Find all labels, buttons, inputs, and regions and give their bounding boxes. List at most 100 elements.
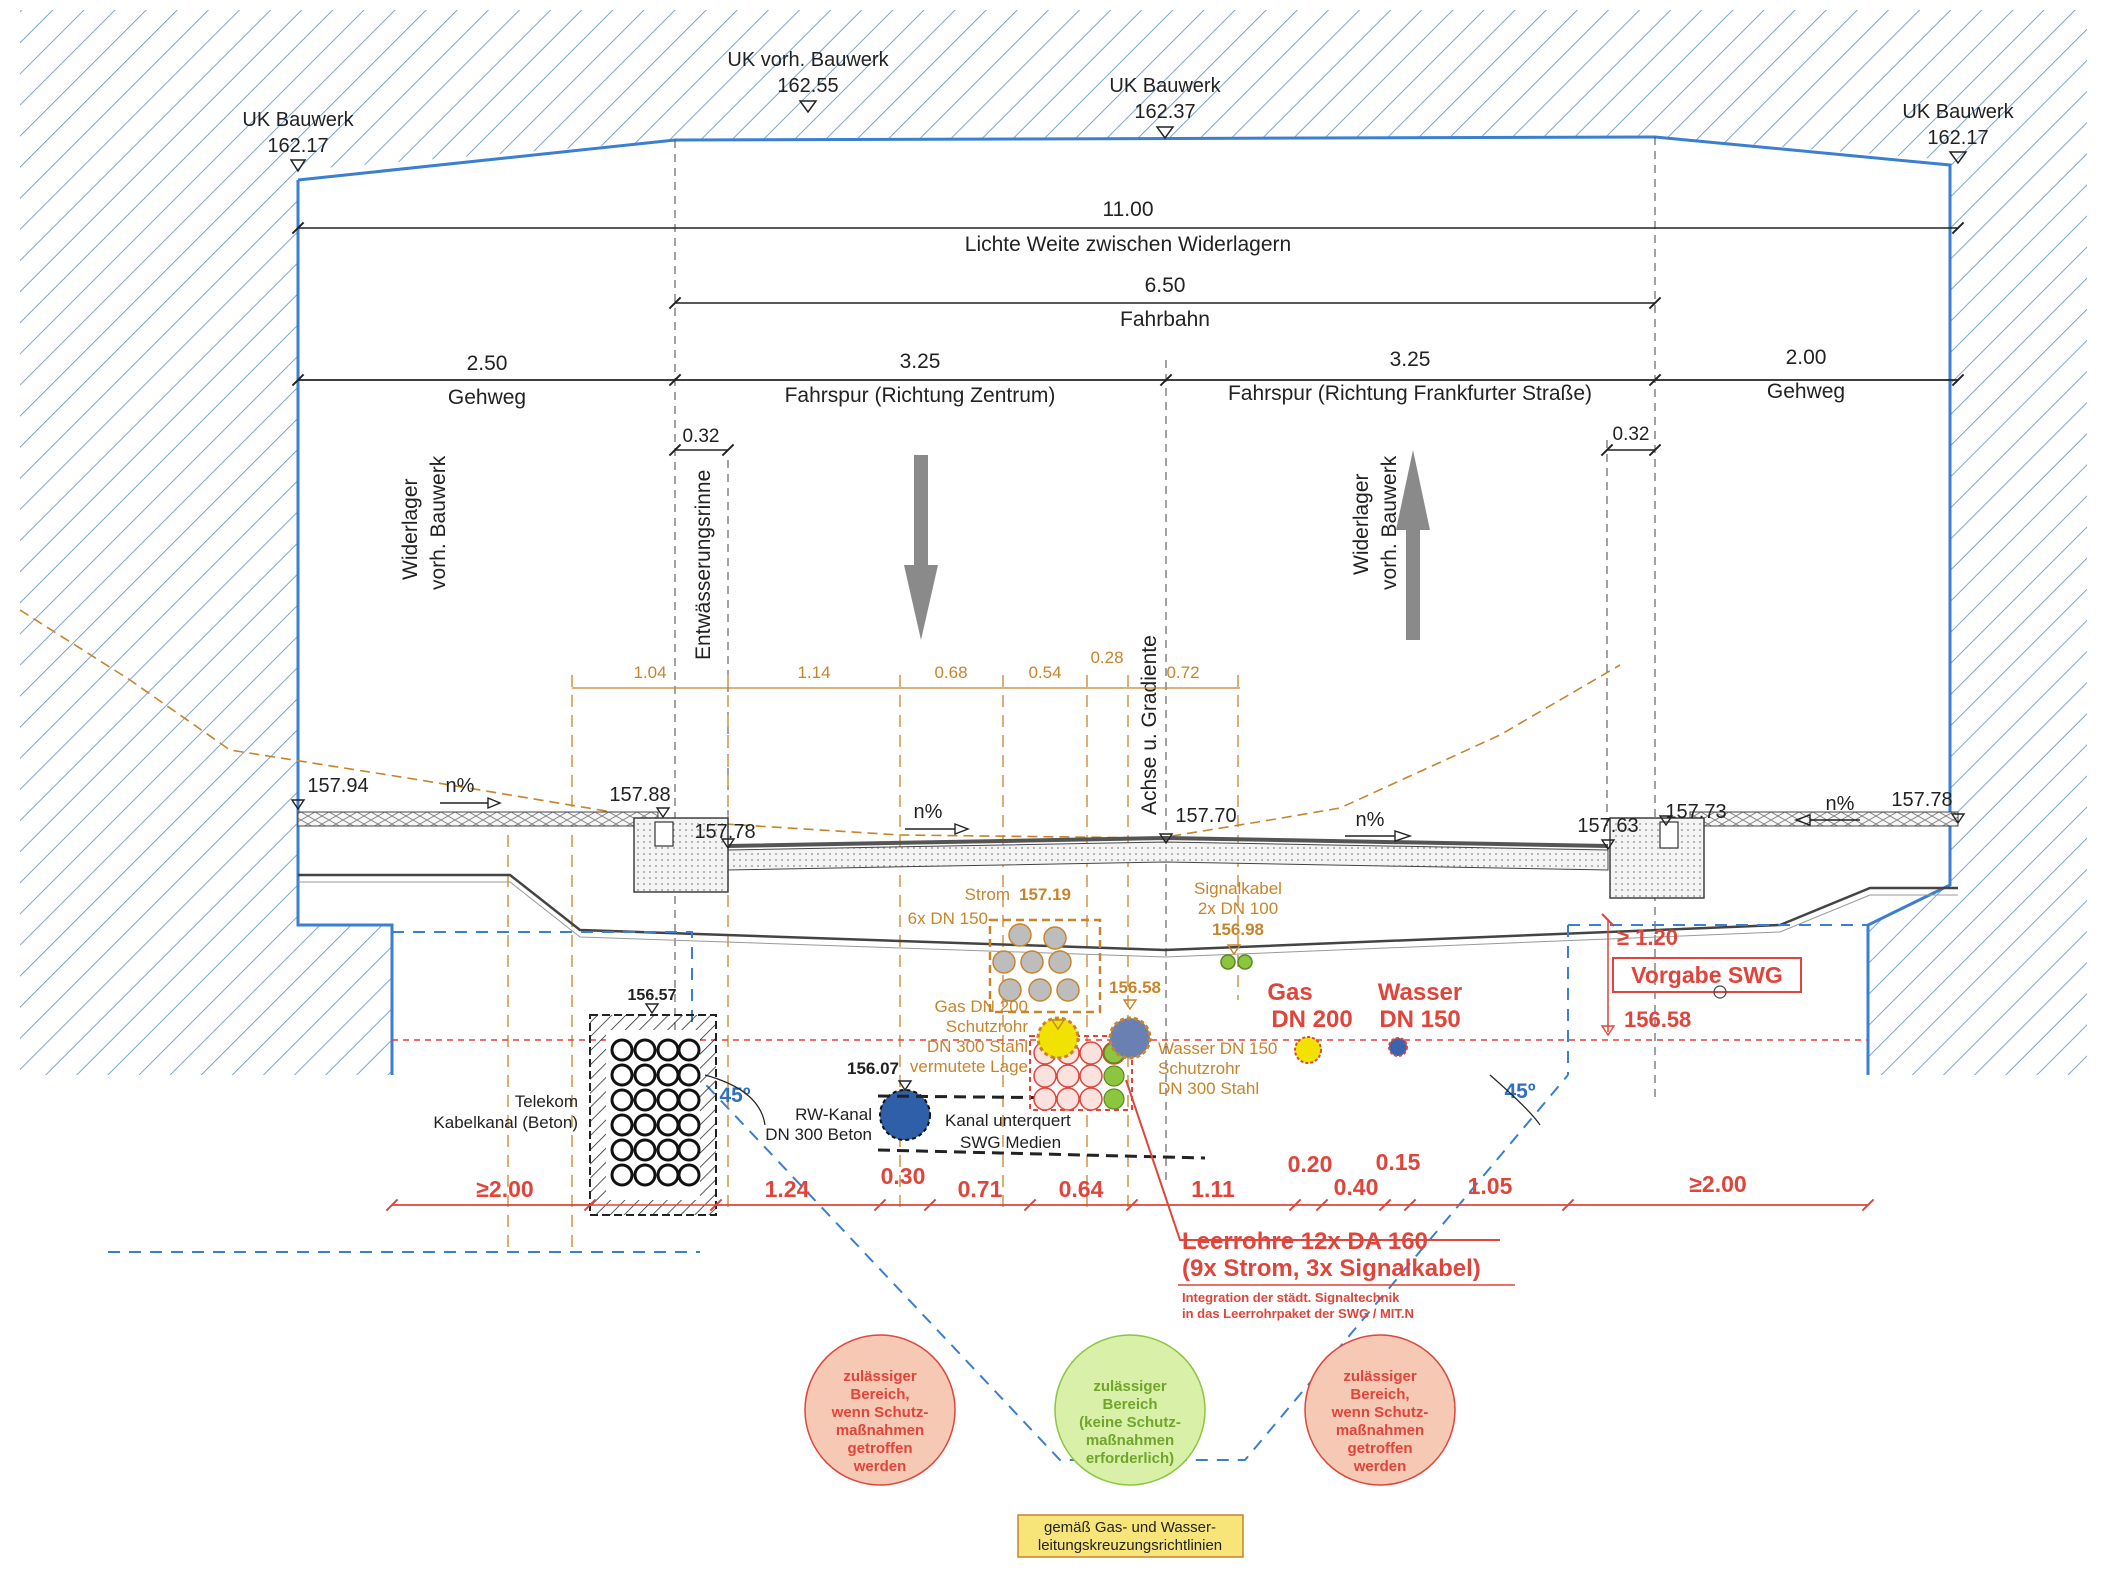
- svg-text:(keine Schutz-: (keine Schutz-: [1079, 1414, 1181, 1431]
- svg-text:Widerlager: Widerlager: [1350, 473, 1373, 575]
- guideline-note: gemäß Gas- und Wasser- leitungskreuzungs…: [1017, 1514, 1244, 1558]
- svg-text:gemäß Gas- und Wasser-: gemäß Gas- und Wasser-: [1044, 1519, 1216, 1536]
- svg-text:2.50: 2.50: [467, 352, 508, 375]
- svg-text:Telekom: Telekom: [515, 1092, 578, 1111]
- gas-water-planned: Gas DN 200 Wasser DN 150: [1267, 979, 1463, 1064]
- svg-text:0.15: 0.15: [1376, 1149, 1421, 1175]
- svg-text:11.00: 11.00: [1103, 198, 1154, 221]
- existing-terrain-line: [19, 609, 1621, 839]
- svg-text:wenn Schutz-: wenn Schutz-: [1331, 1404, 1429, 1421]
- svg-text:Widerlager: Widerlager: [399, 478, 422, 580]
- svg-text:156.07: 156.07: [847, 1059, 899, 1078]
- svg-text:Fahrspur (Richtung Zentrum): Fahrspur (Richtung Zentrum): [785, 384, 1056, 407]
- vertical-labels: Widerlager vorh. Bauwerk Entwässerungsri…: [399, 455, 1401, 815]
- signal-cable: Signalkabel 2x DN 100 156.98: [1194, 879, 1282, 970]
- svg-text:SWG Medien: SWG Medien: [960, 1133, 1061, 1152]
- svg-text:0.54: 0.54: [1028, 663, 1061, 682]
- svg-text:UK Bauwerk: UK Bauwerk: [242, 109, 354, 131]
- dimension-chains: [291, 221, 1965, 457]
- svg-text:6x DN 150: 6x DN 150: [908, 909, 988, 928]
- dimension-texts: 11.00 Lichte Weite zwischen Widerlagern …: [448, 198, 1845, 447]
- svg-text:n%: n%: [446, 775, 475, 797]
- svg-text:DN 150: DN 150: [1379, 1006, 1460, 1033]
- svg-text:157.70: 157.70: [1175, 805, 1236, 827]
- svg-text:Gas DN 200: Gas DN 200: [934, 997, 1028, 1016]
- svg-text:0.64: 0.64: [1059, 1176, 1104, 1202]
- svg-text:1.11: 1.11: [1191, 1176, 1235, 1202]
- svg-text:0.72: 0.72: [1166, 663, 1199, 682]
- road-elevations: 157.94 157.88 157.78 157.70 157.63 157.7…: [290, 775, 1966, 851]
- svg-text:6.50: 6.50: [1145, 274, 1186, 297]
- svg-text:Gehweg: Gehweg: [1767, 380, 1845, 403]
- zone-left: zulässiger Bereich, wenn Schutz- maßnahm…: [804, 1334, 956, 1486]
- svg-text:2.00: 2.00: [1786, 346, 1827, 369]
- slope-indicators: n% n% n% n%: [440, 775, 1860, 842]
- svg-text:RW-Kanal: RW-Kanal: [795, 1105, 872, 1124]
- svg-text:in das Leerrohrpaket der SWG /: in das Leerrohrpaket der SWG / MIT.N: [1182, 1306, 1414, 1321]
- svg-text:Lichte Weite zwischen Widerlag: Lichte Weite zwischen Widerlagern: [965, 233, 1291, 256]
- svg-text:zulässiger: zulässiger: [1093, 1378, 1167, 1395]
- svg-text:erforderlich): erforderlich): [1086, 1450, 1174, 1467]
- svg-text:Strom: Strom: [965, 885, 1010, 904]
- bottom-dimension-texts: ≥2.00 1.24 0.30 0.71 0.64 1.11 0.20 0.40…: [476, 1149, 1746, 1202]
- svg-text:vermutete Lage: vermutete Lage: [910, 1057, 1028, 1076]
- svg-text:DN 300 Stahl: DN 300 Stahl: [1158, 1079, 1259, 1098]
- rw-sewer: 156.07 RW-Kanal DN 300 Beton Kanal unter…: [765, 1059, 1206, 1160]
- svg-text:162.17: 162.17: [267, 135, 328, 157]
- svg-text:Gehweg: Gehweg: [448, 386, 526, 409]
- svg-text:0.30: 0.30: [881, 1163, 926, 1189]
- svg-text:Wasser DN 150: Wasser DN 150: [1158, 1039, 1277, 1058]
- svg-text:DN 300 Stahl: DN 300 Stahl: [927, 1037, 1028, 1056]
- svg-text:Wasser: Wasser: [1378, 979, 1463, 1006]
- top-elevations: UK Bauwerk 162.17 UK vorh. Bauwerk 162.5…: [242, 49, 2015, 173]
- svg-text:Vorgabe SWG: Vorgabe SWG: [1631, 962, 1783, 988]
- svg-text:vorh. Bauwerk: vorh. Bauwerk: [1378, 455, 1401, 590]
- svg-text:vorh. Bauwerk: vorh. Bauwerk: [427, 455, 450, 590]
- svg-text:0.32: 0.32: [1613, 424, 1650, 445]
- svg-text:DN 300 Beton: DN 300 Beton: [765, 1125, 872, 1144]
- utility-dimension-texts: 1.04 1.14 0.68 0.54 0.28 0.72: [633, 648, 1199, 682]
- svg-text:0.68: 0.68: [934, 663, 967, 682]
- svg-text:Bereich,: Bereich,: [1350, 1386, 1409, 1403]
- svg-text:n%: n%: [1826, 793, 1855, 815]
- swg-requirement: ≥ 1.20 Vorgabe SWG 156.58: [1600, 913, 1802, 1037]
- zone-middle: zulässiger Bereich (keine Schutz- maßnah…: [1054, 1334, 1206, 1486]
- svg-text:maßnahmen: maßnahmen: [1086, 1432, 1174, 1449]
- strom-conduits: Strom 157.19 6x DN 150: [908, 885, 1102, 1014]
- traffic-arrows: [904, 450, 1430, 640]
- angle-labels: 45º 45º: [704, 1074, 1541, 1126]
- svg-text:getroffen: getroffen: [1348, 1440, 1413, 1457]
- svg-text:0.40: 0.40: [1334, 1174, 1379, 1200]
- svg-text:maßnahmen: maßnahmen: [836, 1422, 924, 1439]
- structure-hatch: [20, 10, 2087, 1075]
- svg-text:werden: werden: [853, 1458, 907, 1475]
- svg-text:Entwässerungsrinne: Entwässerungsrinne: [692, 470, 715, 660]
- svg-text:Bereich,: Bereich,: [850, 1386, 909, 1403]
- svg-text:zulässiger: zulässiger: [843, 1368, 917, 1385]
- svg-text:0.20: 0.20: [1288, 1151, 1333, 1177]
- protection-zone-lines: [108, 924, 1868, 1461]
- svg-text:162.37: 162.37: [1134, 101, 1195, 123]
- svg-text:162.55: 162.55: [777, 75, 838, 97]
- zone-right: zulässiger Bereich, wenn Schutz- maßnahm…: [1304, 1334, 1456, 1486]
- bridge-soffit-line: [296, 135, 1952, 1075]
- svg-text:45º: 45º: [1504, 1080, 1535, 1103]
- svg-text:maßnahmen: maßnahmen: [1336, 1422, 1424, 1439]
- svg-text:Bereich: Bereich: [1102, 1396, 1157, 1413]
- svg-text:(9x Strom, 3x Signalkabel): (9x Strom, 3x Signalkabel): [1182, 1255, 1481, 1282]
- svg-text:Gas: Gas: [1267, 979, 1312, 1006]
- leerrohre-callout: Leerrohre 12x DA 160 (9x Strom, 3x Signa…: [1182, 1228, 1481, 1321]
- svg-text:≥2.00: ≥2.00: [476, 1176, 533, 1202]
- svg-text:0.28: 0.28: [1090, 648, 1123, 667]
- svg-text:0.71: 0.71: [958, 1176, 1003, 1202]
- svg-text:Leerrohre 12x DA 160: Leerrohre 12x DA 160: [1182, 1228, 1428, 1255]
- svg-text:Signalkabel: Signalkabel: [1194, 879, 1282, 898]
- svg-text:UK Bauwerk: UK Bauwerk: [1109, 75, 1221, 97]
- svg-text:Kabelkanal (Beton): Kabelkanal (Beton): [433, 1113, 578, 1132]
- svg-text:werden: werden: [1353, 1458, 1407, 1475]
- svg-text:3.25: 3.25: [900, 350, 941, 373]
- svg-text:Fahrbahn: Fahrbahn: [1120, 308, 1210, 331]
- svg-text:UK Bauwerk: UK Bauwerk: [1902, 101, 2014, 123]
- svg-text:45º: 45º: [719, 1084, 750, 1107]
